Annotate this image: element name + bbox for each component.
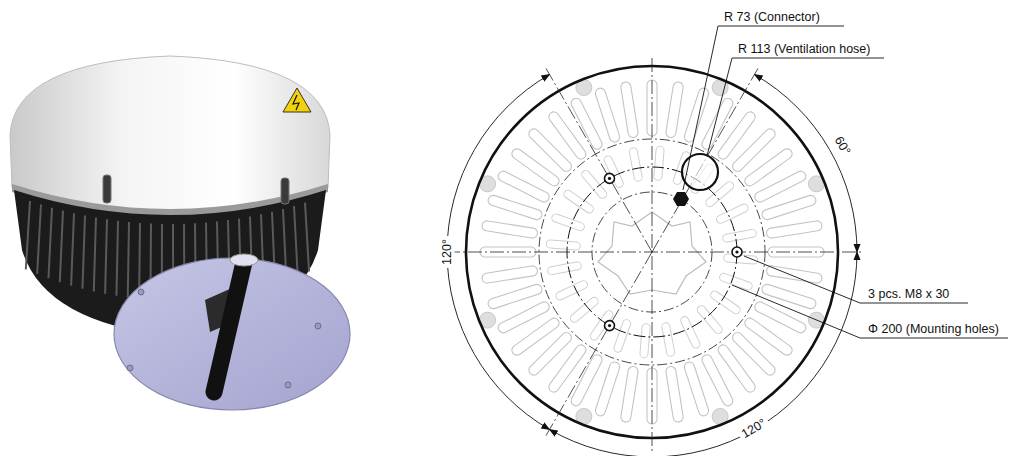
heatsink-slot: [654, 146, 665, 181]
center-line: [446, 252, 864, 253]
heatsink-slot: [589, 309, 615, 342]
heatsink-fin: [26, 201, 30, 269]
heatsink-slot: [709, 289, 742, 315]
heatsink-slot: [620, 366, 639, 423]
mounting-hole: [605, 321, 615, 331]
heatsink-fin: [128, 222, 129, 297]
heatsink-slot: [569, 353, 603, 407]
connector-symbol: [673, 192, 689, 206]
angle-label: 60°: [829, 131, 854, 160]
heatsink-slot: [730, 127, 777, 174]
dimension-label: R 73 (Connector): [724, 10, 820, 25]
heatsink-slot: [640, 323, 651, 358]
heatsink-fin: [294, 206, 298, 276]
heatsink-fin: [116, 221, 118, 296]
heatsink-slot: [766, 220, 823, 239]
heatsink-slot: [547, 343, 588, 394]
mounting-hole: [605, 173, 615, 183]
angle-dimension: [447, 75, 549, 430]
hose-outlet: [682, 154, 718, 190]
heatsink-slot: [679, 315, 701, 349]
heatsink-fin: [105, 219, 107, 293]
heatsink-slot: [580, 169, 608, 200]
mounting-bolt: [281, 178, 289, 204]
heatsink-slot: [730, 330, 777, 377]
angle-dimension: [550, 252, 858, 456]
center-line: [652, 58, 653, 452]
angle-label: 120°: [440, 236, 455, 268]
heatsink-fin: [82, 216, 85, 289]
heatsink-slot: [715, 203, 749, 225]
heatsink-slot: [562, 189, 595, 215]
white-dome: [10, 56, 330, 213]
angle-label: 120°: [736, 415, 771, 444]
plate-screw: [285, 382, 291, 388]
bottom-view: [446, 26, 1008, 456]
center-line: [545, 252, 653, 438]
heatsink-slot: [527, 330, 574, 377]
device-illustration: [10, 56, 350, 410]
leader-line: [707, 58, 884, 156]
heatsink-slot: [743, 147, 794, 188]
heatsink-slot: [555, 279, 589, 301]
heatsink-slot: [700, 96, 734, 150]
mounting-hole: [732, 247, 742, 257]
heatsink-slot: [547, 261, 582, 275]
leader-line: [732, 285, 1008, 338]
mounting-plate: [114, 258, 350, 410]
warning-sign: [283, 88, 311, 112]
heatsink-slot: [496, 169, 550, 203]
heatsink-slot: [761, 194, 817, 221]
dimension-label: Φ 200 (Mounting holes): [868, 322, 999, 337]
hose-collar: [230, 254, 258, 266]
heatsink-slot: [629, 147, 643, 182]
heatsink-slot: [620, 81, 639, 138]
heatsink-slot: [546, 240, 581, 251]
angle-dimension: [755, 75, 858, 253]
warning-bolt: [293, 95, 299, 110]
dimension-label: R 113 (Ventilation hose): [738, 42, 871, 57]
heatsink-slot: [551, 213, 586, 232]
dimension-label: 3 pcs. M8 x 30: [868, 287, 949, 302]
heatsink-fin: [48, 208, 52, 279]
ventilation-hose: [214, 262, 244, 392]
plate-screw: [138, 289, 144, 295]
heatsink-fin: [94, 218, 96, 292]
heatsink-slot: [510, 147, 561, 188]
center-line: [545, 66, 653, 252]
heatsink-fin: [60, 211, 63, 283]
heatsink-slot: [594, 87, 621, 143]
heatsink-slot: [716, 110, 757, 161]
leader-line: [744, 256, 968, 303]
heatsink-fin: [37, 204, 41, 273]
heatsink-slot: [569, 296, 600, 324]
plate-screw: [315, 323, 321, 329]
heatsink-slot: [716, 343, 757, 394]
heatsink-slot: [487, 283, 543, 310]
heatsink-slot: [719, 272, 754, 291]
heatsink-slot: [527, 127, 574, 174]
heatsink-slot: [510, 316, 561, 357]
heatsink-fin: [305, 203, 309, 272]
heatsink-fin: [71, 213, 74, 285]
heatsink-slot: [547, 110, 588, 161]
heatsink-slot: [613, 319, 632, 354]
heatsink-slot: [743, 316, 794, 357]
heatsink-slot: [481, 265, 538, 284]
heatsink-slot: [665, 81, 684, 138]
heatsink-slot: [661, 322, 675, 357]
center-line: [652, 66, 760, 252]
heatsink-slot: [696, 304, 724, 335]
heatsink-slot: [722, 229, 757, 243]
heatsink-slot: [665, 366, 684, 423]
mounting-bolt: [103, 175, 111, 203]
heatsink-slot: [683, 361, 710, 417]
plate-screw: [127, 365, 133, 371]
heatsink-slot: [481, 220, 538, 239]
